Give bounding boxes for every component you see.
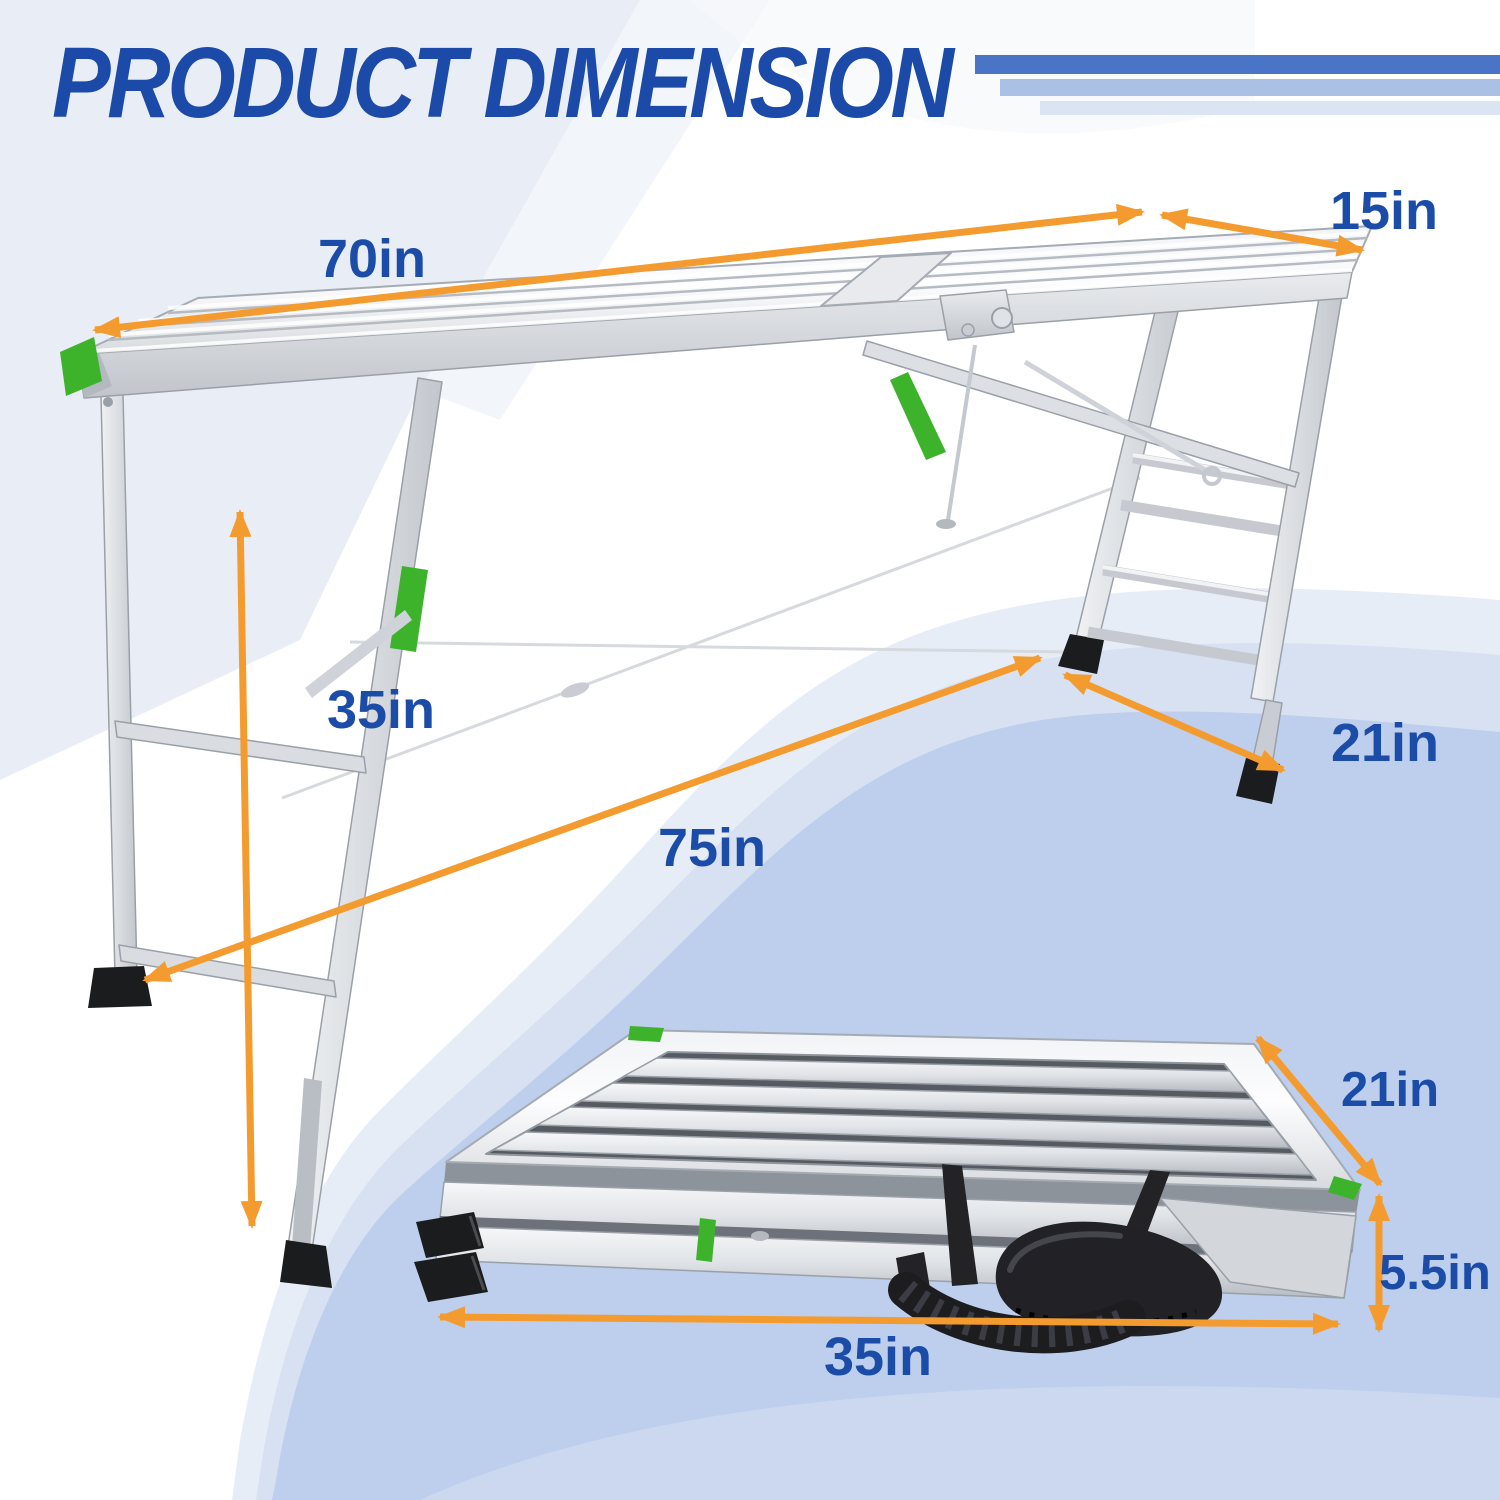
deco-bar-light (1040, 101, 1500, 115)
deco-bar-mid (1000, 79, 1500, 96)
deco-bar-dark (975, 55, 1500, 74)
dimension-label-top-depth: 15in (1329, 181, 1439, 241)
dim-arrow-base-length-75in (142, 654, 1043, 984)
dimension-label-top-length: 70in (317, 229, 427, 289)
dim-arrow-base-depth-21in (1062, 671, 1286, 774)
dim-arrow-folded-length-35in (437, 1306, 1341, 1335)
header-decoration-bars (975, 55, 1500, 115)
dimension-label-base-length: 75in (657, 818, 767, 878)
dimension-label-folded-depth: 21in (1340, 1063, 1440, 1117)
dimension-label-base-depth: 21in (1330, 713, 1440, 773)
dimension-label-folded-length: 35in (823, 1327, 933, 1387)
dim-arrow-folded-depth-21in (1255, 1035, 1383, 1187)
dimension-label-height: 35in (326, 680, 436, 740)
page-title: PRODUCT DIMENSION (52, 27, 954, 139)
dim-arrow-top-depth-15in (1159, 208, 1365, 257)
dimension-arrows (92, 203, 1390, 1335)
dim-arrow-top-length-70in (92, 203, 1145, 339)
dimension-label-folded-thickness: 5.5in (1379, 1246, 1491, 1300)
